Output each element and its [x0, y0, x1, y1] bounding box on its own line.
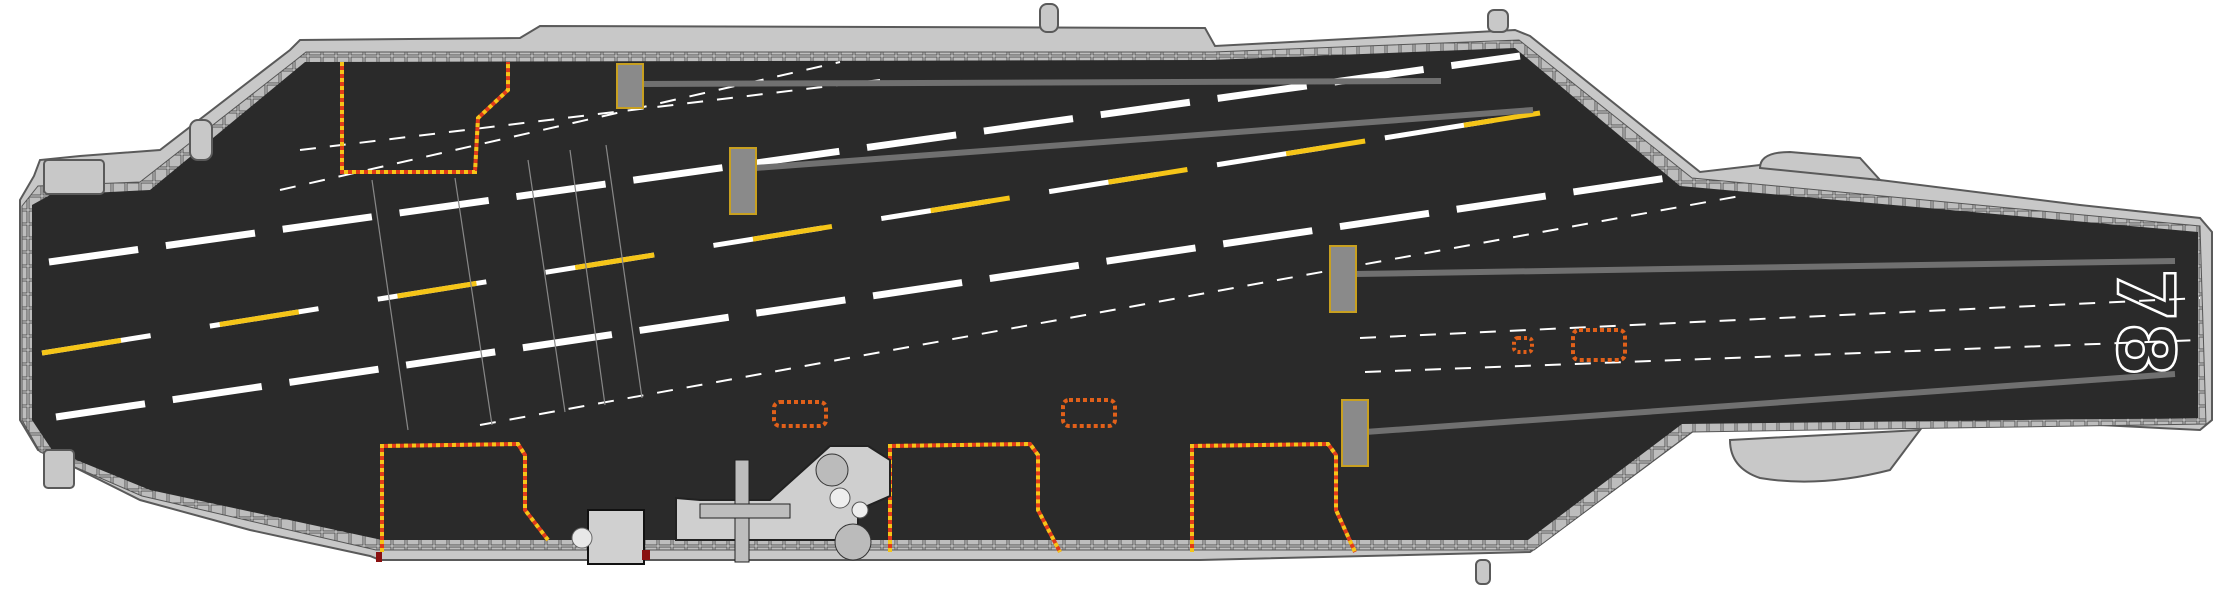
mast-stub	[1039, 3, 1059, 33]
radome	[571, 527, 593, 549]
mast-stub	[43, 449, 75, 489]
mast-stub	[43, 159, 105, 195]
foul-line-bottom	[55, 173, 1675, 421]
deck-marking-box	[1571, 328, 1627, 362]
dashed-guide-line	[299, 79, 881, 151]
elevator-aft-port	[340, 62, 510, 174]
sponsons	[43, 3, 1923, 585]
catapult-2	[729, 107, 1534, 215]
radar-dome	[834, 523, 872, 561]
catapult-3	[1329, 245, 2176, 313]
angled-deck-markings	[41, 52, 2201, 426]
mast-stub	[1475, 559, 1491, 585]
elevator-1	[380, 441, 550, 552]
sponson-port-aft	[1728, 428, 1923, 483]
catapult-1	[616, 63, 1442, 109]
elevators	[340, 62, 1627, 553]
catapult-4	[1341, 371, 2176, 467]
mast-stub	[189, 119, 213, 161]
radar-dome	[815, 453, 849, 487]
dashed-guide-line	[1359, 297, 2201, 339]
red-marker	[376, 552, 382, 562]
elevator-3	[1190, 441, 1357, 553]
island-mast-horizontal	[699, 503, 791, 519]
dashed-guide-line	[1364, 339, 2201, 373]
island	[376, 445, 891, 565]
sponson-starboard-aft	[1758, 150, 1883, 182]
hull-number: 78	[2099, 268, 2189, 377]
landing-centerline-yellow	[41, 110, 1541, 356]
mast-stub	[1487, 9, 1509, 33]
island-block-small	[587, 509, 645, 565]
catapults	[616, 63, 2176, 467]
red-marker	[642, 550, 650, 560]
dashed-guide-line	[279, 61, 841, 191]
flight-deck	[32, 48, 2198, 540]
foul-line-top	[48, 52, 1521, 266]
deck-marking-box	[1512, 336, 1534, 354]
dashed-guide-line	[479, 195, 1741, 426]
deck-marking-box	[1061, 398, 1117, 428]
arresting-wires	[371, 144, 643, 431]
